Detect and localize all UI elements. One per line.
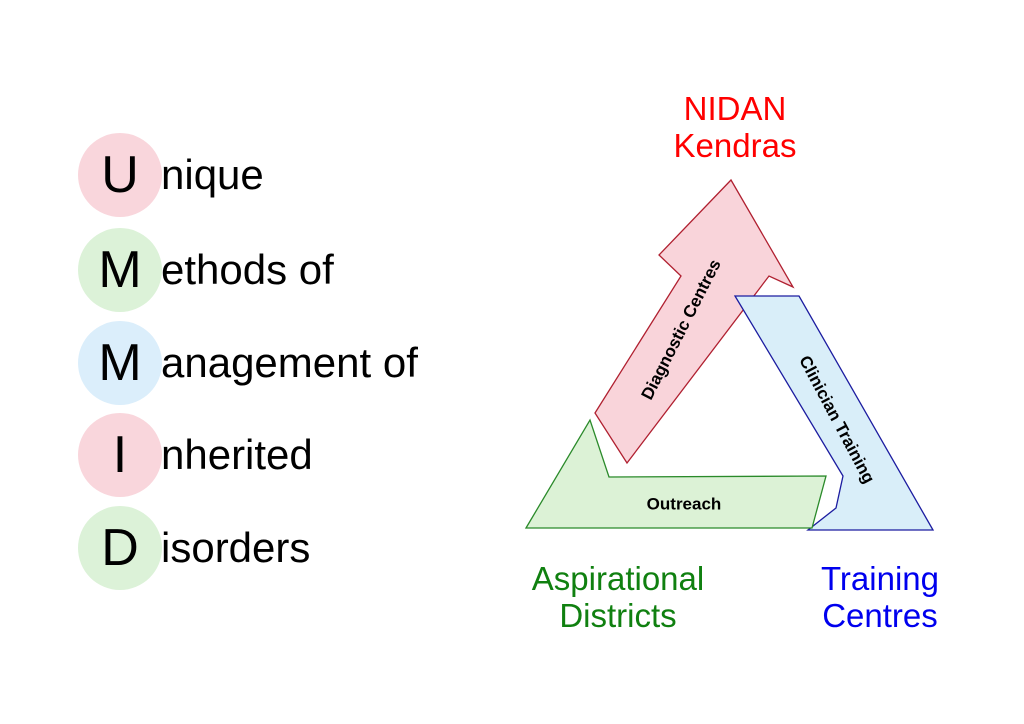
acronym-list: U nique M ethods of M anagement of I nhe…	[78, 133, 518, 590]
aspirational-districts-label: Aspirational Districts	[500, 560, 736, 634]
acronym-row-m2: M anagement of	[78, 321, 518, 405]
aspirational-districts-line-1: Aspirational	[531, 560, 705, 597]
initial-letter: U	[101, 146, 139, 204]
diagnostic-centres-arrow	[594, 178, 795, 465]
initial-letter: M	[98, 334, 142, 392]
training-centres-line-2: Centres	[822, 597, 938, 634]
initial-circle	[78, 228, 162, 312]
word-rest: anagement of	[161, 339, 418, 386]
acronym-row-d: D isorders	[78, 506, 518, 590]
aspirational-districts-line-2: Districts	[559, 597, 677, 634]
word-rest: nherited	[161, 431, 313, 478]
nidan-kendras-line-2: Kendras	[673, 127, 797, 164]
outreach-arrow	[524, 418, 827, 529]
initial-letter: M	[98, 241, 142, 299]
acronym-row-u: U nique	[78, 133, 518, 217]
acronym-row-m1: M ethods of	[78, 228, 518, 312]
word-rest: nique	[161, 151, 264, 198]
nidan-kendras-label: NIDAN Kendras	[640, 90, 830, 164]
acronym-row-i: I nherited	[78, 413, 518, 497]
initial-letter: D	[101, 519, 139, 577]
initial-letter: I	[112, 426, 128, 484]
outreach-label: Outreach	[647, 494, 722, 513]
initial-circle	[78, 413, 162, 497]
training-centres-line-1: Training	[821, 560, 939, 597]
nidan-kendras-line-1: NIDAN	[683, 90, 787, 127]
clinician-training-arrow	[733, 295, 935, 531]
training-centres-label: Training Centres	[795, 560, 965, 634]
word-rest: ethods of	[161, 246, 334, 293]
initial-circle	[78, 321, 162, 405]
initial-circle	[78, 506, 162, 590]
word-rest: isorders	[161, 524, 311, 571]
initial-circle	[78, 133, 162, 217]
